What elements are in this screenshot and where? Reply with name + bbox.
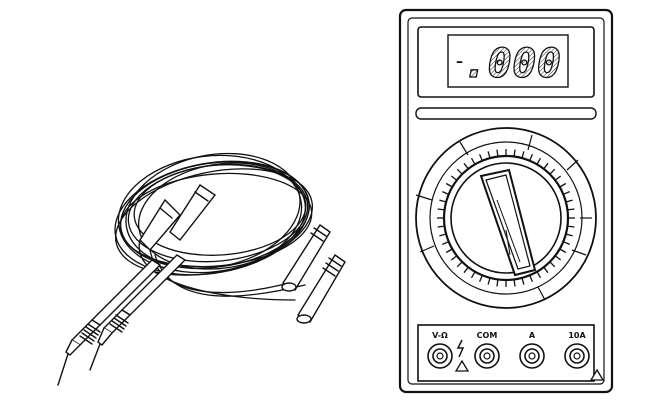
jack-label-a: A — [529, 331, 536, 340]
dial-tick — [463, 266, 469, 274]
dial-tick — [565, 199, 573, 203]
jack-label-10a: 10A — [568, 331, 586, 340]
jack-v-ohm[interactable]: V-Ω — [427, 331, 453, 369]
dial-tick — [563, 191, 570, 195]
display-frame — [417, 26, 595, 98]
dial-tick-marks — [437, 149, 575, 287]
dial-tick — [456, 168, 463, 175]
dial-tick — [554, 255, 562, 261]
dial-tick — [559, 248, 567, 254]
lcd-digits: .000 — [463, 41, 561, 87]
banana-plug-1 — [281, 224, 331, 292]
dial-tick — [529, 154, 533, 161]
multimeter-body — [398, 8, 614, 394]
dial-tick — [549, 261, 556, 268]
dial-tick — [442, 241, 449, 245]
probe-right — [89, 254, 187, 371]
jack-com[interactable]: COM — [474, 331, 500, 369]
warning-triangle-icon — [454, 359, 470, 372]
dial-tick — [543, 266, 549, 274]
dial-tick — [463, 162, 469, 170]
lcd-minus-sign: – — [456, 54, 463, 70]
dial-tick — [445, 182, 453, 188]
dial-tick — [487, 151, 491, 159]
dial-tick — [536, 157, 542, 165]
dial-tick — [496, 149, 499, 157]
dial-tick — [439, 199, 447, 203]
input-jacks: V-Ω COM A 10A — [427, 331, 605, 381]
dial-tick — [437, 225, 445, 228]
separator-strip — [415, 107, 597, 120]
lightning-icon — [456, 339, 465, 358]
test-leads — [57, 152, 346, 386]
dial-tick — [439, 233, 447, 237]
selector-dial-area — [415, 127, 597, 309]
dial-tick — [567, 225, 575, 228]
dial-tick — [479, 275, 483, 282]
dial-tick — [549, 168, 556, 175]
lcd-screen — [447, 34, 569, 88]
dial-tick — [513, 279, 516, 287]
dial-tick — [470, 271, 476, 279]
dial-tick — [521, 151, 525, 159]
dial-tick — [445, 248, 453, 254]
probe-handles-upper — [139, 184, 217, 252]
dial-tick — [567, 208, 575, 211]
dial-tick — [442, 191, 449, 195]
banana-plug-2 — [296, 254, 346, 324]
jack-10a[interactable]: 10A — [564, 331, 590, 369]
dial-tick — [496, 279, 499, 287]
lcd-readout: – .000 — [456, 40, 562, 87]
dial-tick — [456, 261, 463, 268]
warning-triangle-icon — [589, 368, 605, 381]
probe-left — [57, 259, 162, 386]
dial-tick — [479, 154, 483, 161]
dial-tick — [554, 175, 562, 181]
dial-tick — [487, 277, 491, 285]
dial-tick — [536, 271, 542, 279]
jack-label-com: COM — [477, 331, 498, 340]
jack-a[interactable]: A — [519, 331, 545, 369]
dial-tick — [563, 241, 570, 245]
lead-wire-coil — [114, 152, 314, 301]
dial-tick — [437, 208, 445, 211]
jack-label-v-ohm: V-Ω — [432, 331, 448, 340]
selector-knob[interactable] — [479, 168, 537, 277]
dial-tick — [529, 275, 533, 282]
dial-tick — [450, 255, 458, 261]
dial-tick — [450, 175, 458, 181]
jack-panel — [417, 324, 595, 382]
dial-tick — [559, 182, 567, 188]
dial-tick — [521, 277, 525, 285]
dial-tick — [543, 162, 549, 170]
dial-tick — [470, 157, 476, 165]
dial-tick — [513, 149, 516, 157]
dial-tick — [565, 233, 573, 237]
